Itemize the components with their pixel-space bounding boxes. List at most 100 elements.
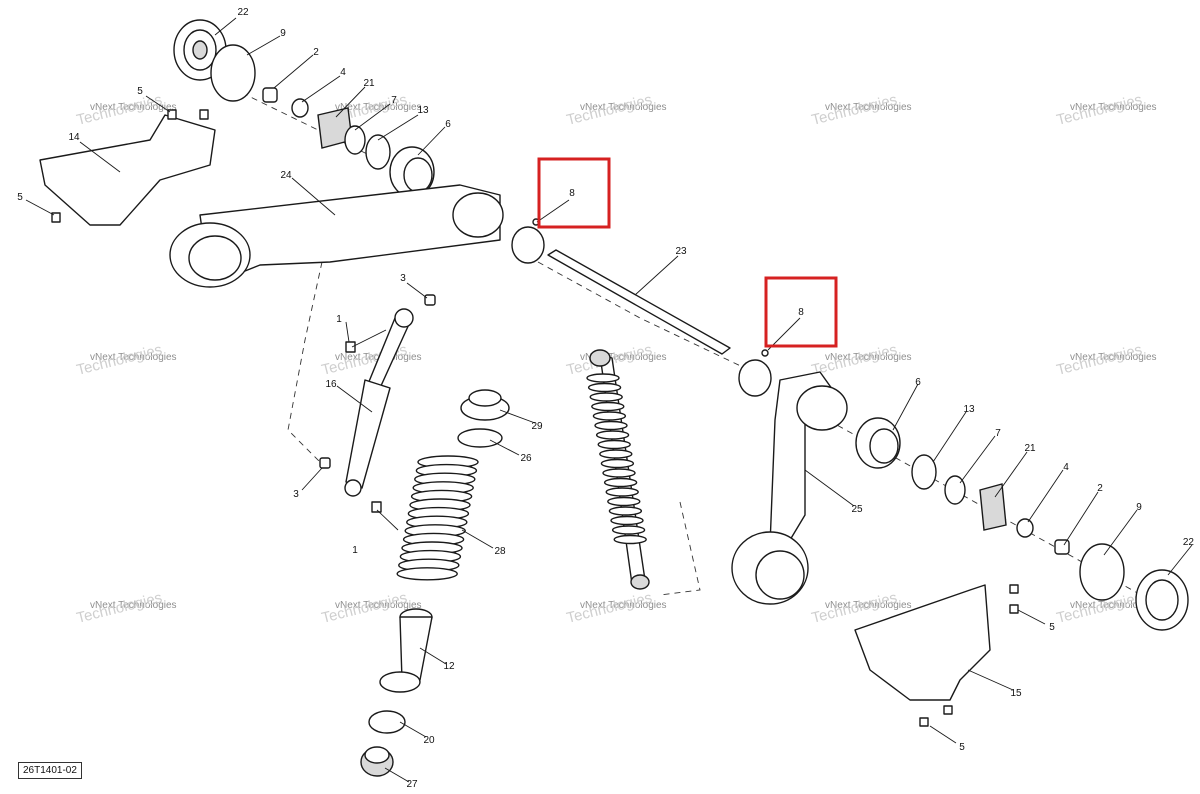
watermark-text: vNext Technologies: [825, 600, 912, 611]
callout-1-bottom: 1: [352, 545, 358, 556]
watermark-text: vNext Technologies: [580, 102, 667, 113]
callout-4-left: 4: [340, 67, 346, 78]
watermark-big-text: Technologies: [75, 589, 164, 627]
bearing-6-left: [389, 146, 435, 198]
callout-22-right: 22: [1183, 537, 1195, 548]
coilover-coil: [586, 373, 620, 383]
watermark-big-text: Technologies: [1055, 341, 1144, 379]
coilover-coil: [608, 506, 643, 516]
callout-5-b: 5: [17, 192, 23, 203]
coilover-coil: [597, 439, 631, 450]
coilover-coil: [610, 515, 644, 526]
watermark-big-text: Technologies: [565, 589, 654, 627]
watermark-text: vNext Technologies: [580, 352, 667, 363]
flange-21-right: [979, 483, 1007, 531]
callout-21-right: 21: [1024, 443, 1036, 454]
watermark-text: vNext Technologies: [825, 102, 912, 113]
skid-plate-14: [39, 114, 216, 226]
skid-plate-15: [854, 584, 991, 701]
watermark-text: vNext Technologies: [90, 600, 177, 611]
reference-code: 26T1401-02: [18, 762, 82, 779]
coilover-bottom-eye: [630, 574, 650, 590]
coilover-coil: [594, 420, 628, 431]
watermark-text: vNext Technologies: [580, 600, 667, 611]
callout-5-c: 5: [1049, 622, 1055, 633]
callout-16: 16: [325, 379, 337, 390]
watermark-text: vNext Technologies: [1070, 102, 1157, 113]
callout-20: 20: [423, 735, 435, 746]
callout-8-left: 8: [569, 188, 575, 199]
callout-7-right: 7: [995, 428, 1001, 439]
swing-arm-25: [731, 371, 848, 605]
highlight-box-left: [537, 157, 611, 229]
bolt-1-top: [345, 329, 387, 353]
shock-16: [344, 308, 414, 497]
bolt-5-d: [1009, 584, 1019, 594]
bolt-5-g: [943, 705, 953, 715]
callout-14: 14: [68, 132, 80, 143]
watermark-text: vNext Technologies: [335, 600, 422, 611]
watermark-big-text: Technologies: [75, 91, 164, 129]
coilover-coil: [602, 468, 636, 478]
watermark-big-text: Technologies: [1055, 91, 1144, 129]
callout-25: 25: [851, 504, 863, 515]
callout-2-left: 2: [313, 47, 319, 58]
bolt-5-c: [51, 212, 61, 223]
callout-9-right: 9: [1136, 502, 1142, 513]
coilover-coil: [592, 411, 627, 421]
ring-right: [738, 359, 772, 397]
coilover-top-eye: [589, 349, 611, 367]
callout-26: 26: [520, 453, 532, 464]
bolt-5-a: [167, 109, 177, 120]
watermark-big-text: Technologies: [810, 91, 899, 129]
washer-20: [368, 710, 406, 734]
callouts: 22 9 2 4 21 7 13 6 5 14 5 24 8 23 8 3 1 …: [17, 7, 1195, 790]
bolt-5-e: [1009, 604, 1019, 614]
callout-24: 24: [280, 170, 292, 181]
watermark-big-text: Technologies: [320, 589, 409, 627]
callout-23: 23: [675, 246, 687, 257]
coilover-coil: [591, 401, 625, 412]
coilover-coil: [603, 477, 638, 488]
clip-8-right: [761, 349, 769, 357]
highlight-box-right: [764, 276, 838, 348]
nut-2-left: [262, 87, 278, 103]
bearing-6-right: [855, 417, 901, 469]
coilover-coil: [613, 534, 647, 545]
callout-3-bottom: 3: [293, 489, 299, 500]
callout-3-top: 3: [400, 273, 406, 284]
bolt-5-b: [199, 109, 209, 120]
watermark-text: vNext Technologies: [335, 102, 422, 113]
clamp-9-left: [210, 44, 256, 102]
callout-7-left: 7: [391, 95, 397, 106]
coilover-coil: [600, 458, 635, 469]
bolt-1-bottom: [371, 501, 399, 531]
coilover-shock: [586, 349, 650, 590]
hub-22-right: [1135, 569, 1189, 631]
callout-13-left: 13: [417, 105, 429, 116]
callout-6-left: 6: [445, 119, 451, 130]
bolt-5-f: [919, 717, 929, 727]
washer-4-right: [1016, 518, 1034, 538]
spring-coil: [396, 567, 458, 581]
watermark-text: vNext Technologies: [90, 102, 177, 113]
seal-13-right: [911, 454, 937, 490]
callout-13-right: 13: [963, 404, 975, 415]
callout-4-right: 4: [1063, 462, 1069, 473]
watermark-text: vNext Technologies: [1070, 352, 1157, 363]
coilover-coil: [611, 525, 646, 535]
callout-1-top: 1: [336, 314, 342, 325]
watermark-text: vNext Technologies: [90, 352, 177, 363]
coilover-coil: [599, 449, 633, 459]
shaft-23: [547, 249, 731, 355]
callout-5-a: 5: [137, 86, 143, 97]
callout-22-left: 22: [237, 7, 249, 18]
clamp-9-right: [1079, 543, 1125, 601]
callout-8-right: 8: [798, 307, 804, 318]
coilover-coil: [587, 382, 622, 393]
swing-arm-24: [169, 184, 504, 288]
callout-28: 28: [494, 546, 506, 557]
